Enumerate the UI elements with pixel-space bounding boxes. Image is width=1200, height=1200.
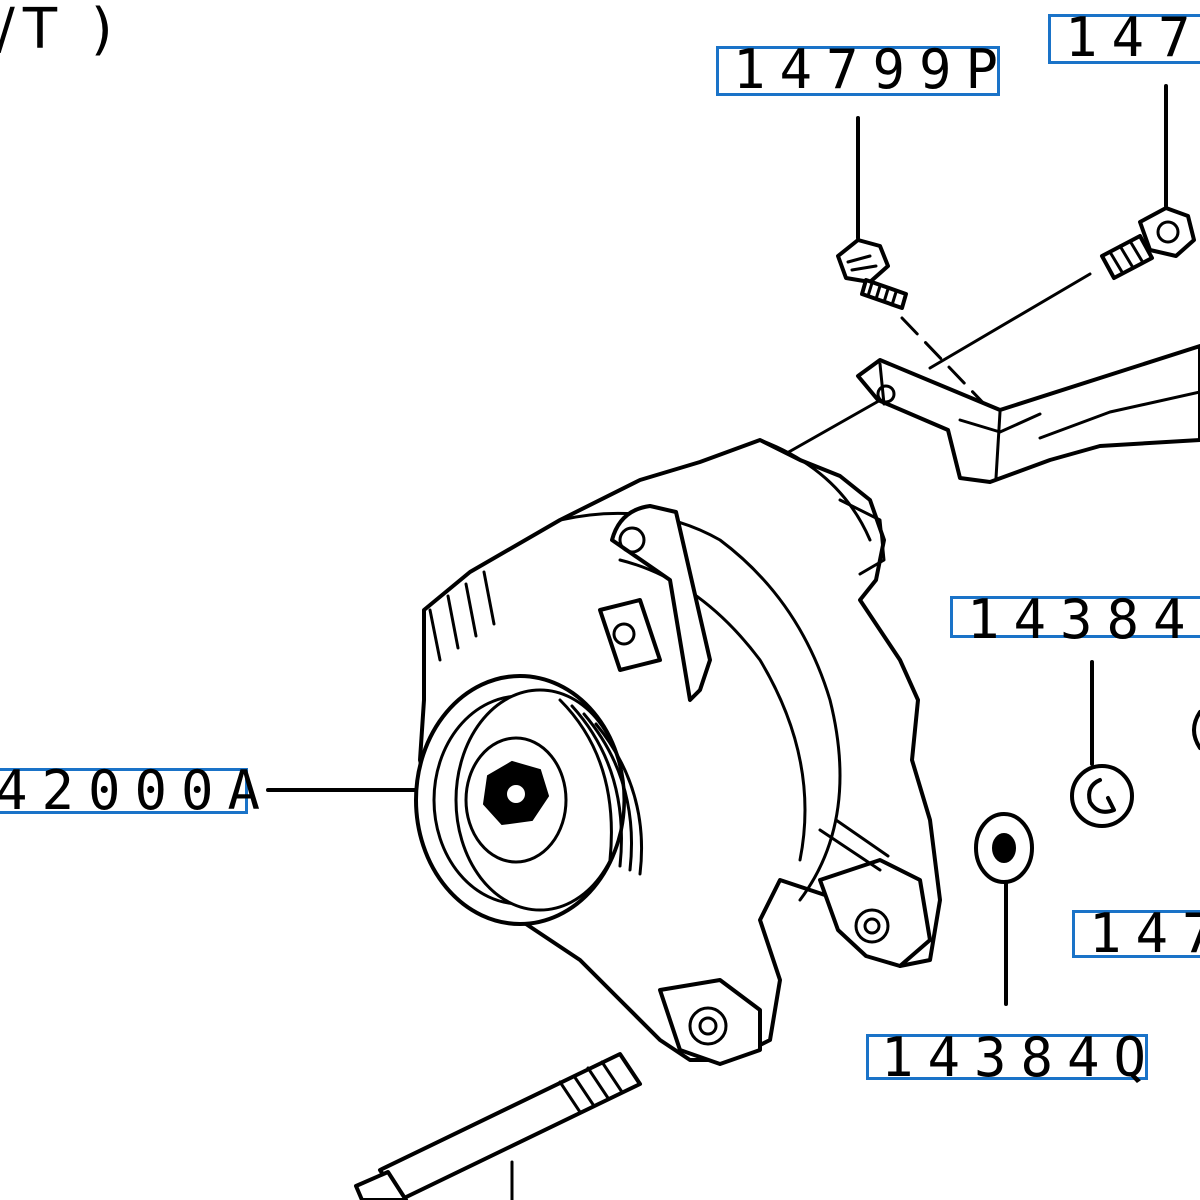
bolt-icon [1100,206,1196,280]
alignment-line-bolt-147 [928,272,1092,370]
callout-42000a[interactable]: 42000A [0,764,260,818]
bracket-icon [856,344,1200,484]
callout-147-bottom[interactable]: 147 [1072,907,1200,961]
callout-14799p[interactable]: 14799P [716,43,1000,97]
leader-lines [266,84,1168,1200]
bolt-icon [836,238,908,310]
alternator-icon [414,438,942,1066]
stud-bolt-icon [354,1052,642,1200]
spring-washer-icon [1070,764,1134,828]
callout-14384-right[interactable]: 14384 [950,593,1200,647]
alignment-line-bolt-14799p [900,316,992,412]
flat-washer-icon [974,812,1034,884]
callout-147-top[interactable]: 147 [1048,11,1200,65]
diagram-heading: /T ) [0,0,121,62]
partial-part-icon [1192,710,1200,750]
callout-14384q[interactable]: 14384Q [866,1031,1148,1085]
